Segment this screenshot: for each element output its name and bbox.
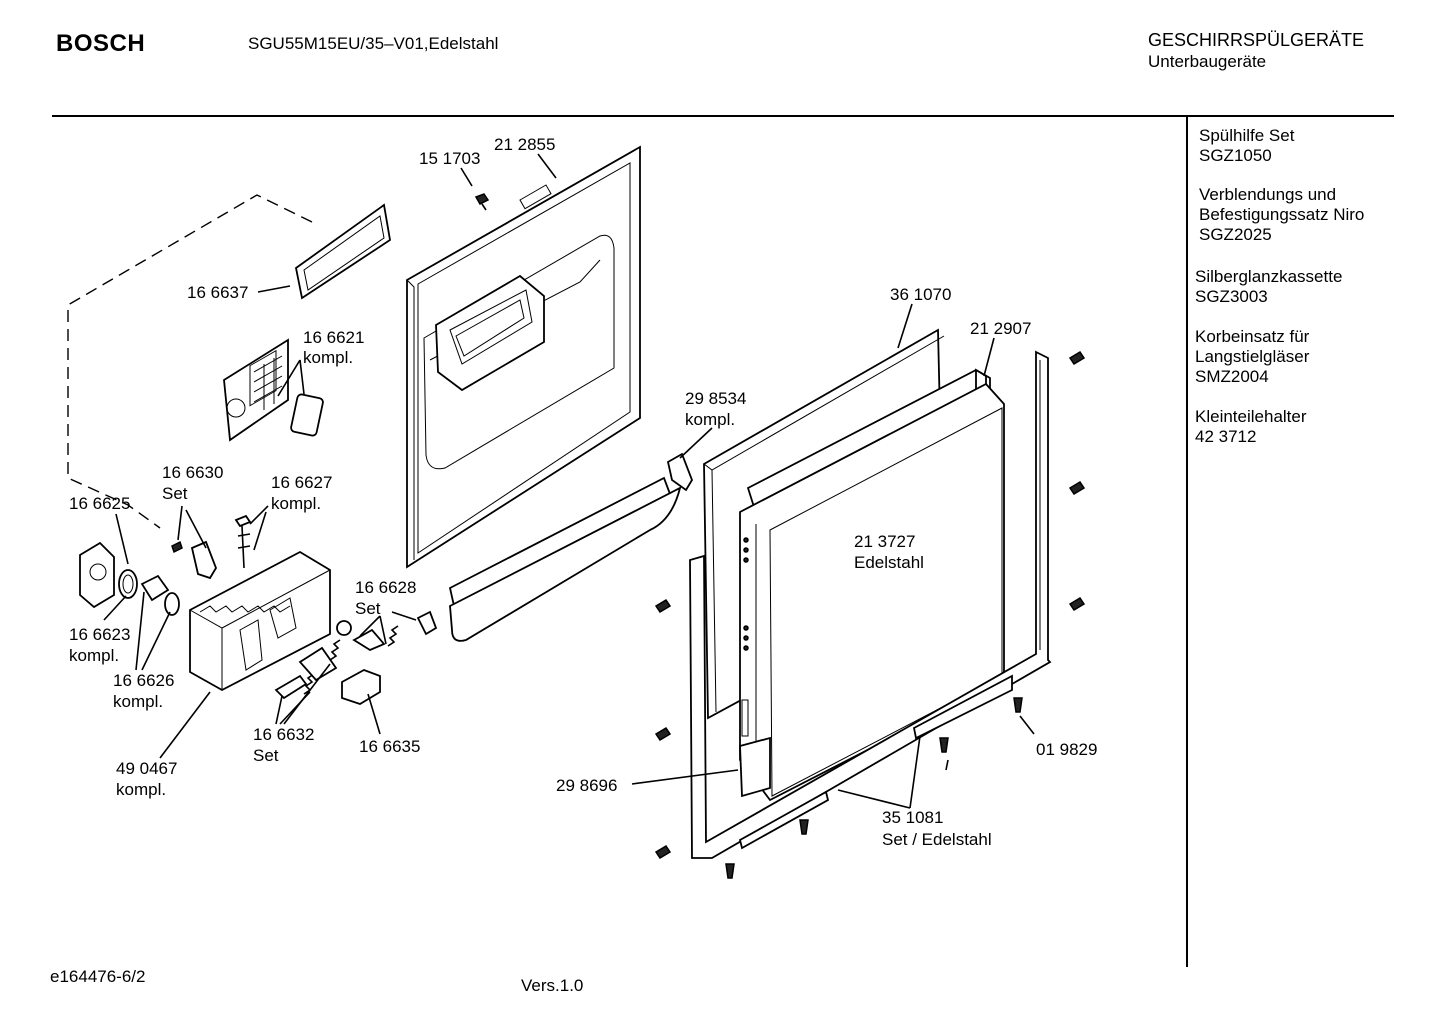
leader-lines [103, 153, 1035, 809]
mounting-frame [689, 350, 1052, 859]
model-designation: SGU55M15EU/35–V01,Edelstahl [248, 34, 499, 53]
part-number: 29 8696 [556, 776, 617, 795]
part-note: Set [355, 599, 381, 618]
part-number: 16 6626 [113, 671, 174, 690]
part-number: 16 6625 [69, 494, 130, 513]
accessory-item: Verblendungs und Befestigungssatz Niro S… [1199, 185, 1365, 244]
part-note: kompl. [116, 780, 166, 799]
part-number: 21 3727 [854, 532, 915, 551]
accessory-item: Korbeinsatz für Langstielgläser SMZ2004 [1195, 327, 1310, 386]
part-note: Edelstahl [854, 553, 924, 572]
hinge-bracket [666, 452, 693, 492]
part-note: kompl. [113, 692, 163, 711]
part-number: 01 9829 [1036, 740, 1097, 759]
part-note: Set / Edelstahl [882, 830, 992, 849]
category-subtitle: Unterbaugeräte [1148, 52, 1267, 71]
door-handle-bar [448, 476, 682, 642]
category-title: GESCHIRRSPÜLGERÄTE [1148, 30, 1365, 50]
control-knob-parts [79, 541, 180, 616]
version-label: Vers.1.0 [521, 976, 584, 995]
part-number: 16 6627 [271, 473, 332, 492]
part-number: 16 6623 [69, 625, 130, 644]
header-divider [52, 115, 1394, 117]
part-note: kompl. [69, 646, 119, 665]
part-number: 36 1070 [890, 285, 951, 304]
part-labels: 15 1703 21 2855 16 6637 16 6621 kompl. 3… [69, 135, 1097, 849]
part-number: 49 0467 [116, 759, 177, 778]
accessory-item: Kleinteilehalter 42 3712 [1195, 407, 1307, 446]
part-note: Set [253, 746, 279, 765]
part-number: 16 6630 [162, 463, 223, 482]
control-module [189, 550, 331, 692]
part-number: 15 1703 [419, 149, 480, 168]
part-number: 21 2855 [494, 135, 555, 154]
small-parts [171, 514, 438, 705]
part-number: 16 6637 [187, 283, 248, 302]
part-number: 16 6632 [253, 725, 314, 744]
brand-logo: BOSCH [56, 30, 146, 57]
part-note: Set [162, 484, 188, 503]
screws [654, 350, 1086, 879]
screw-15-1703 [474, 193, 490, 211]
part-note: kompl. [271, 494, 321, 513]
part-number: 16 6635 [359, 737, 420, 756]
part-number: 35 1081 [882, 808, 943, 827]
part-number: 29 8534 [685, 389, 746, 408]
seal-frame [295, 203, 391, 300]
part-note: kompl. [303, 348, 353, 367]
part-number: 21 2907 [970, 319, 1031, 338]
inner-door-panel [406, 145, 641, 569]
filter-grille [223, 338, 324, 442]
accessory-item: Silberglanzkassette SGZ3003 [1195, 267, 1343, 306]
exploded-parts-diagram: 15 1703 21 2855 16 6637 16 6621 kompl. 3… [67, 135, 1097, 879]
sidebar-divider [1186, 117, 1188, 967]
assembly-dashed-line [67, 194, 313, 529]
part-number: 16 6628 [355, 578, 416, 597]
part-note: kompl. [685, 410, 735, 429]
document-id: e164476-6/2 [50, 967, 146, 986]
accessory-item: Spülhilfe Set SGZ1050 [1199, 126, 1295, 165]
part-number: 16 6621 [303, 328, 364, 347]
